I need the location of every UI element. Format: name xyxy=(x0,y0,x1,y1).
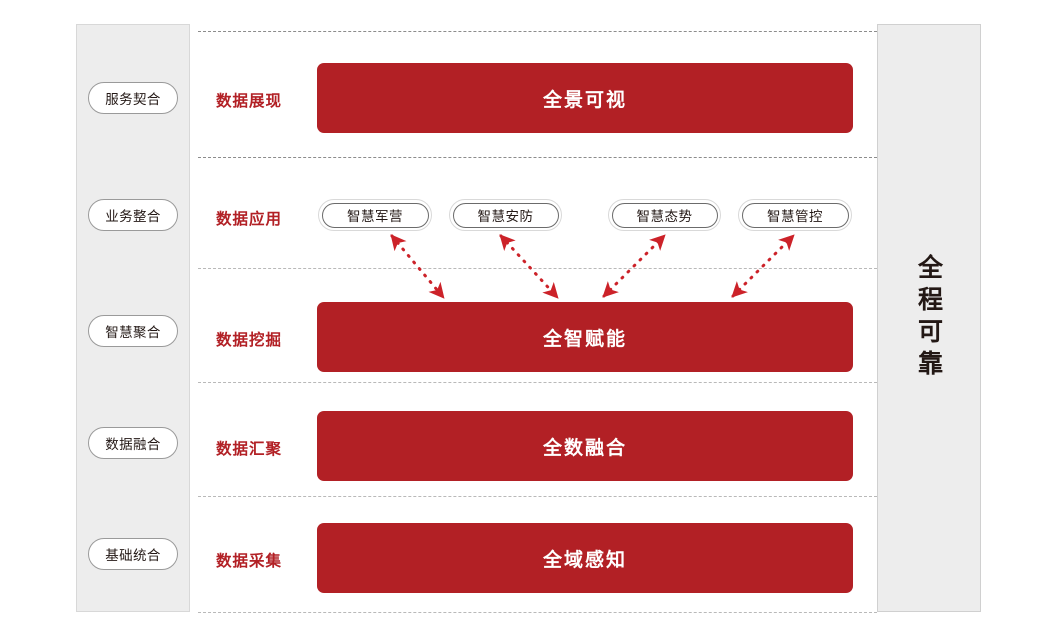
stage-label-3: 数据挖掘 xyxy=(216,331,283,349)
level-pill-label: 业务整合 xyxy=(105,209,161,225)
level-pill-label: 基础统合 xyxy=(105,548,161,564)
level-pill-label: 服务契合 xyxy=(105,92,161,108)
row-separator-1 xyxy=(198,157,877,158)
level-pill-5[interactable]: 基础统合 xyxy=(88,538,178,570)
arrow-guankong xyxy=(731,234,795,298)
arrow-junying xyxy=(390,234,445,299)
level-pill-4[interactable]: 数据融合 xyxy=(88,427,178,459)
stage-label-5: 数据采集 xyxy=(216,552,283,570)
app-pill-inner: 智慧态势 xyxy=(611,202,718,228)
capability-bar-label: 全数融合 xyxy=(542,436,627,459)
level-pill-1[interactable]: 服务契合 xyxy=(88,82,178,114)
row-separator-2 xyxy=(198,268,877,269)
app-pill-inner: 智慧军营 xyxy=(321,202,429,228)
app-pill-taishi[interactable]: 智慧态势 xyxy=(608,199,721,231)
capability-bar-label: 全景可视 xyxy=(542,88,627,111)
app-pill-label: 智慧安防 xyxy=(477,209,534,225)
arrow-taishi xyxy=(602,234,666,298)
capability-bar-sensing[interactable]: 全域感知 xyxy=(317,523,853,593)
app-pill-guankong[interactable]: 智慧管控 xyxy=(738,199,852,231)
row-separator-4 xyxy=(198,496,877,497)
row-separator-3 xyxy=(198,382,877,383)
capability-bar-label: 全域感知 xyxy=(542,548,627,571)
stage-label-4: 数据汇聚 xyxy=(216,440,283,458)
capability-bar-data-fusion[interactable]: 全数融合 xyxy=(317,411,853,481)
app-pill-junying[interactable]: 智慧军营 xyxy=(318,199,432,231)
level-pill-3[interactable]: 智慧聚合 xyxy=(88,315,178,347)
row-separator-bottom xyxy=(198,612,877,613)
app-pill-inner: 智慧管控 xyxy=(741,202,849,228)
capability-bar-intelligence[interactable]: 全智赋能 xyxy=(317,302,853,372)
reliability-panel: 全程可靠 xyxy=(877,24,981,612)
capability-bar-label: 全智赋能 xyxy=(542,327,627,350)
arrow-anfang xyxy=(499,234,559,299)
row-separator-top xyxy=(198,31,877,32)
stage-label-1: 数据展现 xyxy=(216,92,283,110)
capability-bar-panoramic[interactable]: 全景可视 xyxy=(317,63,853,133)
app-pill-label: 智慧态势 xyxy=(636,209,693,225)
level-pill-label: 数据融合 xyxy=(105,437,161,453)
app-pill-label: 智慧管控 xyxy=(767,209,823,225)
level-pill-label: 智慧聚合 xyxy=(105,325,161,341)
level-pill-2[interactable]: 业务整合 xyxy=(88,199,178,231)
app-pill-label: 智慧军营 xyxy=(347,209,403,225)
stage-label-2: 数据应用 xyxy=(216,210,283,228)
reliability-label: 全程可靠 xyxy=(914,254,944,382)
app-pill-anfang[interactable]: 智慧安防 xyxy=(449,199,562,231)
app-pill-inner: 智慧安防 xyxy=(452,202,559,228)
